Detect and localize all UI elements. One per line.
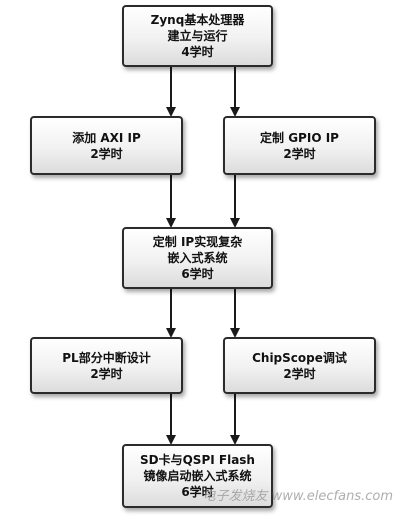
node-text-line: 2学时 xyxy=(283,146,316,161)
node-text-line: 6学时 xyxy=(181,485,214,499)
node-text-line: 建立与运行 xyxy=(167,29,228,43)
node-text-line: Zynq基本处理器 xyxy=(150,13,245,27)
node-text-line: 2学时 xyxy=(90,146,123,161)
node-text-line: 2学时 xyxy=(283,366,316,381)
node-text-line: 嵌入式系统 xyxy=(167,251,228,265)
node-custom-ip-complex-system: 定制 IP实现复杂 嵌入式系统 6学时 xyxy=(122,227,273,289)
node-text-line: ChipScope调试 xyxy=(252,350,347,365)
node-chipscope-debug: ChipScope调试 2学时 xyxy=(223,337,376,394)
node-zynq-processor: Zynq基本处理器 建立与运行 4学时 xyxy=(122,5,273,67)
node-text-line: 6学时 xyxy=(181,267,214,281)
node-text-line: 2学时 xyxy=(90,366,123,381)
node-text-line: 定制 IP实现复杂 xyxy=(152,235,243,249)
node-text-line: 镜像启动嵌入式系统 xyxy=(143,469,252,483)
node-text-line: 添加 AXI IP xyxy=(72,130,141,145)
node-add-axi-ip: 添加 AXI IP 2学时 xyxy=(30,116,183,175)
node-text-line: 4学时 xyxy=(181,45,214,59)
node-text-line: PL部分中断设计 xyxy=(62,350,151,365)
watermark-logo: 电子发烧友 www.elecfans.com xyxy=(202,489,393,504)
node-sd-qspi-boot: SD卡与QSPI Flash 镜像启动嵌入式系统 6学时 xyxy=(122,444,273,508)
node-pl-interrupt-design: PL部分中断设计 2学时 xyxy=(30,337,183,394)
node-text-line: SD卡与QSPI Flash xyxy=(140,453,255,467)
node-custom-gpio-ip: 定制 GPIO IP 2学时 xyxy=(223,116,376,175)
node-text-line: 定制 GPIO IP xyxy=(260,130,339,145)
